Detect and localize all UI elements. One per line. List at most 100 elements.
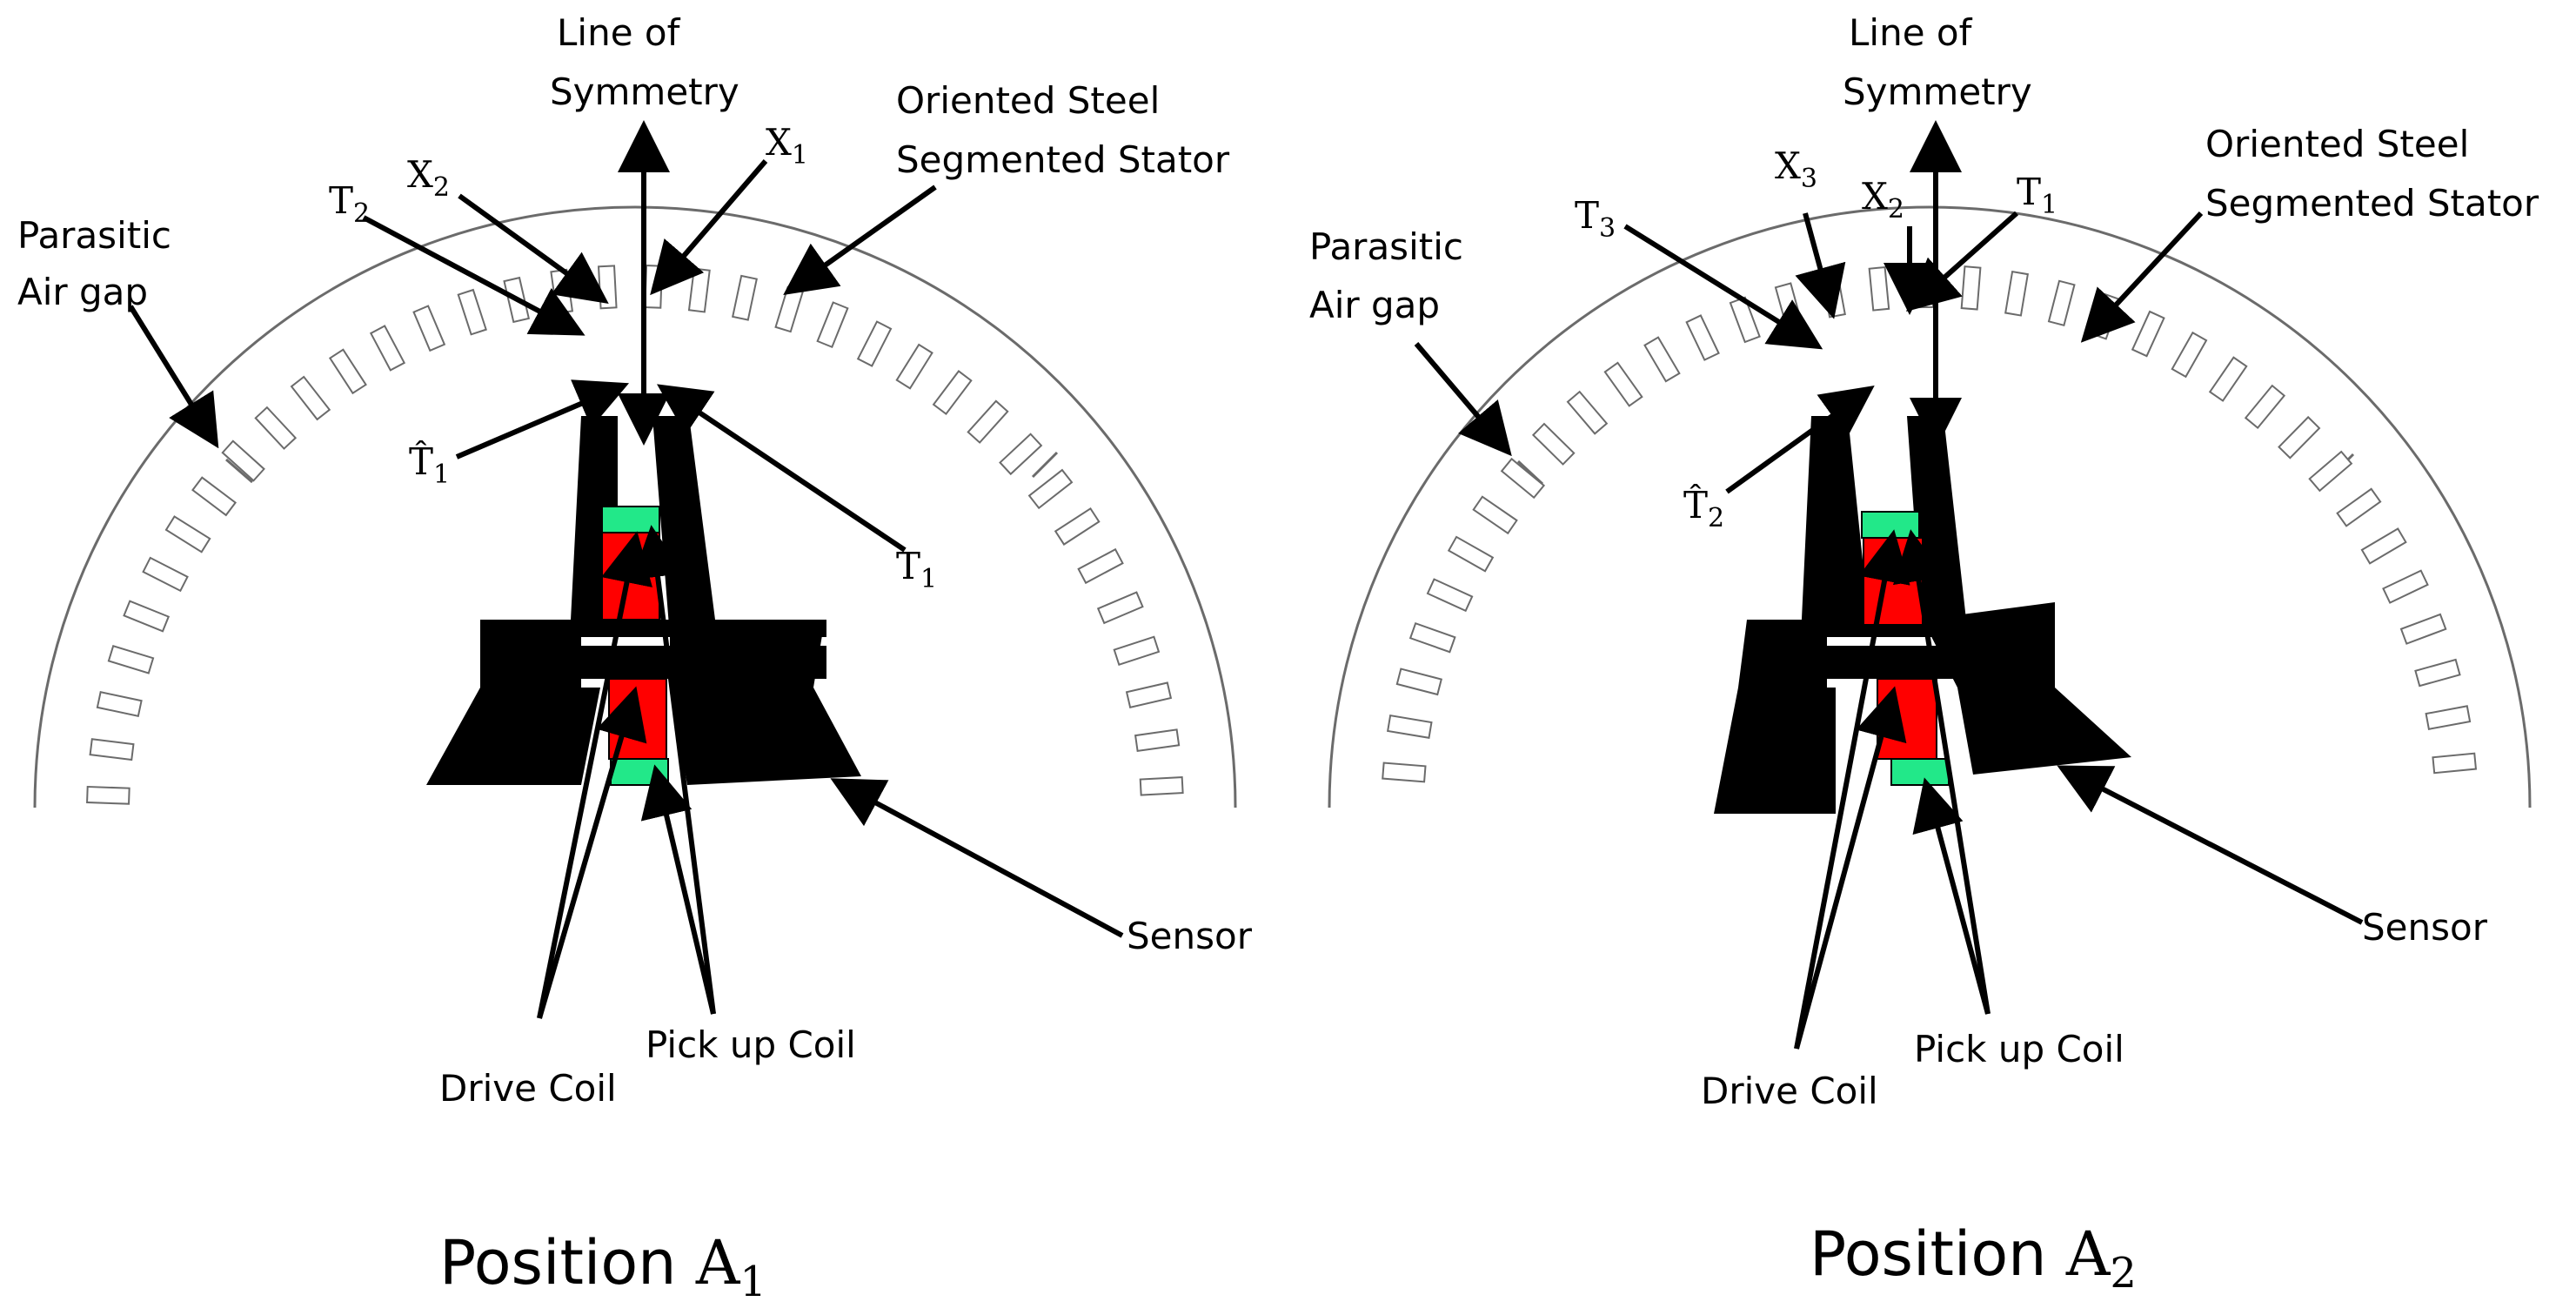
pickup-coil-bottom [1890, 758, 1950, 786]
stator-slot [1643, 336, 1681, 383]
sensor-label: Sensor [1127, 915, 1253, 957]
stator-slot [290, 375, 331, 421]
air-gap-label-2: Air gap [1309, 284, 1440, 326]
line-of-symmetry-label-1: Line of [557, 11, 681, 54]
stator-slot [1096, 591, 1144, 625]
stator-slot [732, 274, 758, 321]
stator-slot [2336, 487, 2382, 527]
stator-slot [328, 348, 367, 395]
stator-slot [1134, 728, 1181, 753]
panel-position-a2: Line of Symmetry Oriented Steel Segmente… [1309, 11, 2539, 1298]
stator-slot [597, 265, 618, 310]
stator-slot [2047, 279, 2076, 327]
stator-slot [142, 556, 189, 593]
stator-slot [816, 301, 849, 349]
stator-slot [89, 738, 135, 761]
stator-slot [1566, 390, 1609, 435]
stator-slot [1139, 775, 1184, 796]
sensor-label: Sensor [2362, 906, 2488, 949]
stator-slot [1426, 578, 1474, 613]
pickup-coil-top [601, 506, 660, 533]
line-of-symmetry-label-2: Symmetry [550, 70, 739, 113]
stator-slot [123, 600, 171, 633]
caption-position-a2: Position A2 [1810, 1218, 2137, 1298]
t3-label: T3 [1575, 194, 1616, 244]
stator-slot [1960, 265, 1982, 311]
arrows [1414, 120, 2364, 1050]
stator-slot [1603, 361, 1643, 407]
t-hat-2-label: T̂2 [1683, 482, 1724, 533]
drive-coil-label: Drive Coil [439, 1067, 617, 1110]
stator-slot [1027, 468, 1074, 510]
panel-position-a1: Line of Symmetry Oriented Steel Segmente… [17, 11, 1253, 1306]
air-gap-label-1: Parasitic [1309, 225, 1463, 268]
stator-slot [369, 325, 406, 372]
stator-label-2: Segmented Stator [896, 138, 1230, 181]
stator-slot [221, 439, 265, 482]
stator-slot [107, 644, 155, 674]
stator-slot [1685, 314, 1720, 361]
stator-slot [2004, 271, 2030, 317]
pickup-coil-top [1861, 511, 1920, 539]
stator-label-1: Oriented Steel [2205, 123, 2469, 165]
stator-label-2: Segmented Stator [2205, 182, 2539, 225]
stator-slot [1868, 265, 1890, 312]
stator-slot [774, 285, 805, 333]
t1-label: T1 [2017, 171, 2057, 220]
stator-slot [1531, 422, 1576, 466]
stator-slot [1500, 457, 1546, 500]
stator-slot [412, 305, 446, 352]
stator-slot [1077, 547, 1124, 585]
stator-slot [1125, 681, 1173, 709]
stator-slot [895, 343, 933, 390]
stator-slot [1054, 507, 1101, 546]
stator-slot [2244, 384, 2286, 430]
x2-label: X2 [407, 153, 450, 203]
stator-slot [2414, 658, 2461, 688]
stator-slot [2208, 356, 2248, 402]
stator-slot [2308, 450, 2353, 493]
stator-slot [1113, 635, 1161, 666]
stator-slot [1447, 535, 1495, 573]
t-hat-1-label: T̂1 [409, 439, 450, 490]
drive-coil-label: Drive Coil [1701, 1070, 1878, 1112]
x1-label: X1 [766, 121, 808, 171]
pickup-coil-label: Pick up Coil [1914, 1028, 2124, 1070]
stator-slot [164, 515, 211, 554]
caption-position-a1: Position A1 [439, 1227, 766, 1306]
air-gap-label-1: Parasitic [17, 214, 171, 257]
stator-slot [191, 476, 238, 517]
stator-slot [2360, 527, 2407, 565]
line-of-symmetry-label-2: Symmetry [1843, 70, 2032, 113]
stator-slot [856, 320, 893, 367]
stator-slot [1472, 495, 1518, 535]
stator-slot [2382, 569, 2429, 604]
stator-slot [254, 406, 298, 450]
arrows [128, 120, 1124, 1019]
stator-slot [2399, 613, 2447, 645]
pickup-coil-label: Pick up Coil [646, 1023, 856, 1066]
stator-label-1: Oriented Steel [896, 79, 1160, 122]
stator-slot [2278, 415, 2321, 460]
stator-slot [1408, 621, 1456, 654]
stator-slot [687, 267, 711, 313]
stator-slot [96, 691, 143, 717]
stator-slot [999, 433, 1043, 476]
stator-slot [1387, 714, 1433, 739]
stator-slot [932, 370, 973, 416]
stator-slot [2425, 705, 2472, 730]
t2-label: T2 [329, 179, 370, 229]
stator-slot [2131, 310, 2165, 358]
stator-slot [1729, 296, 1761, 344]
stator-slots [86, 265, 1184, 805]
labels: Line of Symmetry Oriented Steel Segmente… [1309, 11, 2539, 1298]
x3-label: X3 [1775, 144, 1817, 194]
stator-slot [2432, 752, 2478, 775]
stator-slot [86, 785, 130, 805]
stator-outline [33, 205, 1237, 808]
stator-slot [1382, 761, 1427, 783]
stator-slot [1395, 668, 1443, 696]
t1-label: T1 [896, 545, 937, 594]
x2-label: X2 [1862, 175, 1904, 225]
